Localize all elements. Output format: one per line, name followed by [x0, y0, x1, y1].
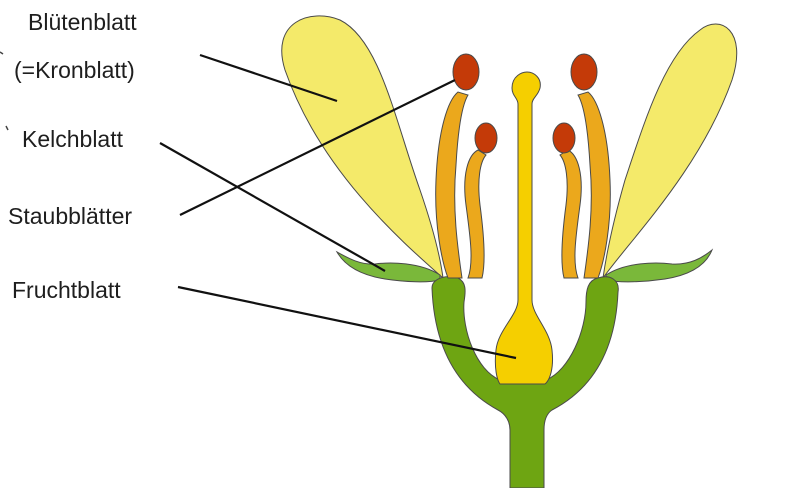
petal-left: [282, 16, 443, 278]
filament-inner-right: [560, 150, 581, 278]
filament-inner-left: [465, 150, 486, 278]
filament-outer-right: [578, 92, 610, 278]
edge-mark-mid: [6, 126, 8, 130]
pistil: [495, 72, 552, 384]
label-sepal: Kelchblatt: [22, 128, 123, 151]
sepal-right: [606, 250, 712, 282]
label-carpel: Fruchtblatt: [12, 279, 121, 302]
anther-inner-left: [475, 123, 497, 153]
label-petal: Blütenblatt: [28, 11, 137, 34]
label-stamens: Staubblätter: [8, 205, 132, 228]
anther-outer-right: [571, 54, 597, 90]
edge-mark-top: [0, 52, 3, 54]
filament-outer-left: [436, 92, 468, 278]
anther-inner-right: [553, 123, 575, 153]
petal-right: [603, 24, 737, 278]
label-petal-synonym: (=Kronblatt): [14, 59, 135, 82]
anther-outer-left: [453, 54, 479, 90]
